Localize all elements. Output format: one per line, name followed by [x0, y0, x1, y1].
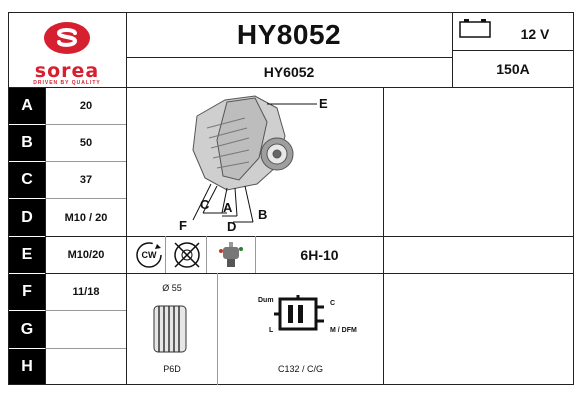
spec-cell-divider [206, 236, 207, 273]
row-line [45, 236, 574, 237]
spec-cell-divider [255, 236, 256, 273]
row-letter-h: H [9, 349, 45, 384]
clockwise-arrow-icon [136, 242, 162, 268]
pulley-icon [153, 305, 187, 353]
row-letter-c: C [9, 162, 45, 198]
brand-logo: sorea DRIVEN BY QUALITY [8, 12, 126, 87]
regulator-icon [219, 242, 243, 267]
row-letter-b: B [9, 125, 45, 161]
connector-code: C132 / C/G [277, 364, 324, 374]
pulley-crossed-icon [174, 242, 200, 268]
row-value-h [46, 349, 126, 384]
row-value-e: M10/20 [67, 249, 105, 261]
row-value-f: 11/18 [72, 286, 100, 298]
rotation-label: CW [141, 250, 157, 260]
label-c: C [200, 197, 210, 212]
alternator-diagram: E C A B F D [179, 95, 328, 234]
row-line [45, 348, 126, 349]
regulator-code: 6H-10 [300, 247, 339, 263]
pin-l-label: L [269, 327, 274, 334]
row-value-g [46, 311, 126, 348]
spec-header-divider [452, 50, 574, 51]
label-a: A [223, 200, 233, 215]
row-line [45, 273, 574, 274]
row-letter-d: D [9, 199, 45, 236]
header-row-divider [126, 57, 452, 58]
connector-plug-icon [274, 295, 324, 331]
voltage: 12 V [520, 26, 550, 42]
row-letter-g: G [9, 311, 45, 348]
logo-tagline: DRIVEN BY QUALITY [33, 80, 101, 86]
row-line [45, 124, 126, 125]
row-value-d: M10 / 20 [64, 211, 108, 224]
pin-dum-label: Dum [258, 297, 274, 304]
header-divider [452, 12, 453, 87]
row-letter-a: A [9, 88, 45, 124]
part-number: HY8052 [236, 18, 342, 50]
row-value-a: 20 [79, 100, 93, 112]
amperage: 150A [496, 60, 530, 77]
header-bottom-line [8, 87, 574, 88]
label-f: F [179, 218, 187, 233]
logo-text: sorea [34, 60, 100, 82]
pin-c-label: C [330, 300, 336, 307]
label-e: E [319, 96, 328, 111]
spec-cell-divider [217, 273, 218, 385]
spec-cell-divider [165, 236, 166, 273]
pulley-type: P6D [163, 364, 181, 374]
cross-reference: HY6052 [263, 64, 315, 80]
pulley-diameter: Ø 55 [162, 283, 182, 293]
label-d: D [227, 219, 236, 234]
row-value-b: 50 [79, 137, 93, 149]
value-column-divider [126, 12, 127, 385]
row-value-c: 37 [79, 174, 93, 186]
spec-sheet-frame [8, 12, 574, 385]
label-b: B [258, 207, 267, 222]
row-line [45, 161, 126, 162]
sorea-emblem-icon [44, 22, 90, 54]
row-line [45, 198, 126, 199]
row-line [45, 310, 126, 311]
pin-m-dfm-label: M / DFM [330, 327, 357, 334]
row-letter-f: F [9, 274, 45, 310]
row-letter-e: E [9, 237, 45, 273]
battery-icon [459, 19, 491, 38]
